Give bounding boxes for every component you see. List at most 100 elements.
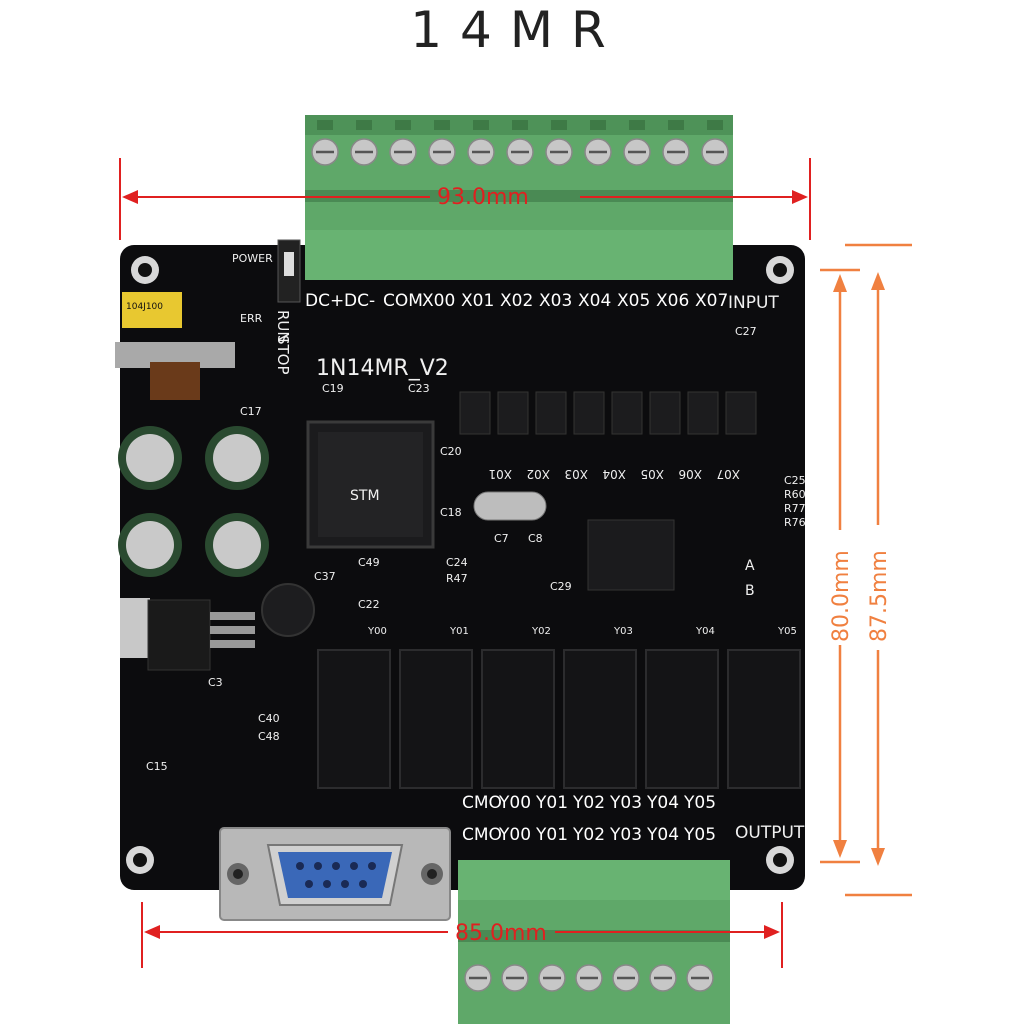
output-label: OUTPUT: [735, 823, 805, 843]
component-label: C20: [440, 445, 462, 458]
output-terminal-label: Y01: [535, 825, 568, 845]
err-label: ERR: [240, 312, 263, 325]
component-label: C15: [146, 760, 168, 773]
optocoupler: [459, 391, 491, 435]
input-terminal-label: X04: [578, 291, 611, 311]
chip-marking: STM: [350, 488, 380, 504]
relay: [645, 649, 719, 789]
optocoupler: [497, 391, 529, 435]
optocoupler: [535, 391, 567, 435]
component-label: C37: [314, 570, 336, 583]
component-label: C48: [258, 730, 280, 743]
output-terminal-label: Y04: [646, 793, 679, 813]
input-terminal-label: COM: [383, 291, 423, 311]
rs485-b: B: [745, 583, 755, 599]
output-terminal-label: CMO: [462, 825, 502, 845]
output-terminal-label: Y00: [498, 825, 531, 845]
dimension-top: [119, 158, 811, 240]
crystal: [473, 491, 547, 521]
input-terminal-label: X05: [617, 291, 650, 311]
height-inner-label: 80.0mm: [829, 550, 854, 642]
output-terminal-label: Y04: [646, 825, 679, 845]
component-label: C49: [358, 556, 380, 569]
component-label: C8: [528, 532, 543, 545]
width-bottom-label: 85.0mm: [455, 921, 547, 946]
input-terminal-label: X00: [422, 291, 455, 311]
rs485-a: A: [745, 558, 755, 574]
component-label: C3: [208, 676, 223, 689]
component-label: C24: [446, 556, 468, 569]
input-terminal-label: X03: [539, 291, 572, 311]
optocoupler-label: X03: [565, 467, 589, 481]
component-label: C17: [240, 405, 262, 418]
relay: [727, 649, 801, 789]
relay-label: Y04: [695, 626, 715, 637]
optocoupler: [687, 391, 719, 435]
relay: [399, 649, 473, 789]
relay-label: Y02: [531, 626, 551, 637]
optocoupler: [611, 391, 643, 435]
stop-label: STOP: [274, 335, 292, 375]
relay-label: Y03: [613, 626, 633, 637]
relay: [563, 649, 637, 789]
dimension-bottom: [141, 902, 783, 968]
power-label: POWER: [232, 252, 273, 265]
component-label: C18: [440, 506, 462, 519]
component-label: C19: [322, 382, 344, 395]
optocoupler-label: X01: [489, 467, 513, 481]
optocoupler-label: X06: [679, 467, 703, 481]
optocoupler-label: X02: [527, 467, 551, 481]
relay-label: Y01: [449, 626, 469, 637]
component-label: C40: [258, 712, 280, 725]
rs485-chip: [587, 519, 675, 591]
width-top-label: 93.0mm: [437, 185, 529, 210]
optocoupler-label: X05: [641, 467, 665, 481]
optocoupler: [725, 391, 757, 435]
mounting-holes: [126, 256, 794, 874]
board-model: 1N14MR_V2: [316, 356, 449, 381]
component-label: C23: [408, 382, 430, 395]
output-terminal-label: Y03: [609, 793, 642, 813]
output-terminal-label: Y05: [683, 793, 716, 813]
optocoupler: [573, 391, 605, 435]
component-label: R60: [784, 488, 806, 501]
component-label: R77: [784, 502, 806, 515]
output-terminal-label: Y03: [609, 825, 642, 845]
component-label: R47: [446, 572, 468, 585]
db9-connector: [219, 827, 451, 921]
run-label: RUN: [274, 310, 292, 343]
component-label: C7: [494, 532, 509, 545]
relay-row: Y00 Y01 Y02 Y03 Y04 Y05: [317, 626, 801, 789]
optocoupler-row: [459, 391, 757, 435]
output-terminal-label: Y00: [498, 793, 531, 813]
mcu-chip: STM: [306, 420, 435, 549]
output-terminal-block: [458, 860, 730, 1024]
input-terminal-label: X01: [461, 291, 494, 311]
component-label: C29: [550, 580, 572, 593]
height-outer-label: 87.5mm: [867, 550, 892, 642]
relay: [317, 649, 391, 789]
dimension-height: [820, 243, 912, 897]
component-label: C22: [358, 598, 380, 611]
inductor-marking: 104J100: [126, 302, 163, 312]
input-terminal-label: X02: [500, 291, 533, 311]
output-terminal-label: CMO: [462, 793, 502, 813]
relay-label: Y00: [367, 626, 387, 637]
optocoupler-label: X04: [603, 467, 627, 481]
input-label: INPUT: [728, 293, 779, 313]
output-terminal-label: Y02: [572, 793, 605, 813]
relay: [481, 649, 555, 789]
input-terminal-label: X06: [656, 291, 689, 311]
output-terminal-label: Y02: [572, 825, 605, 845]
output-terminal-label: Y05: [683, 825, 716, 845]
product-title: 14MR: [410, 1, 624, 59]
optocoupler: [649, 391, 681, 435]
output-terminal-label: Y01: [535, 793, 568, 813]
relay-label: Y05: [777, 626, 797, 637]
input-terminal-label: DC-: [344, 291, 375, 311]
component-label: C27: [735, 325, 757, 338]
power-section: [115, 239, 315, 671]
